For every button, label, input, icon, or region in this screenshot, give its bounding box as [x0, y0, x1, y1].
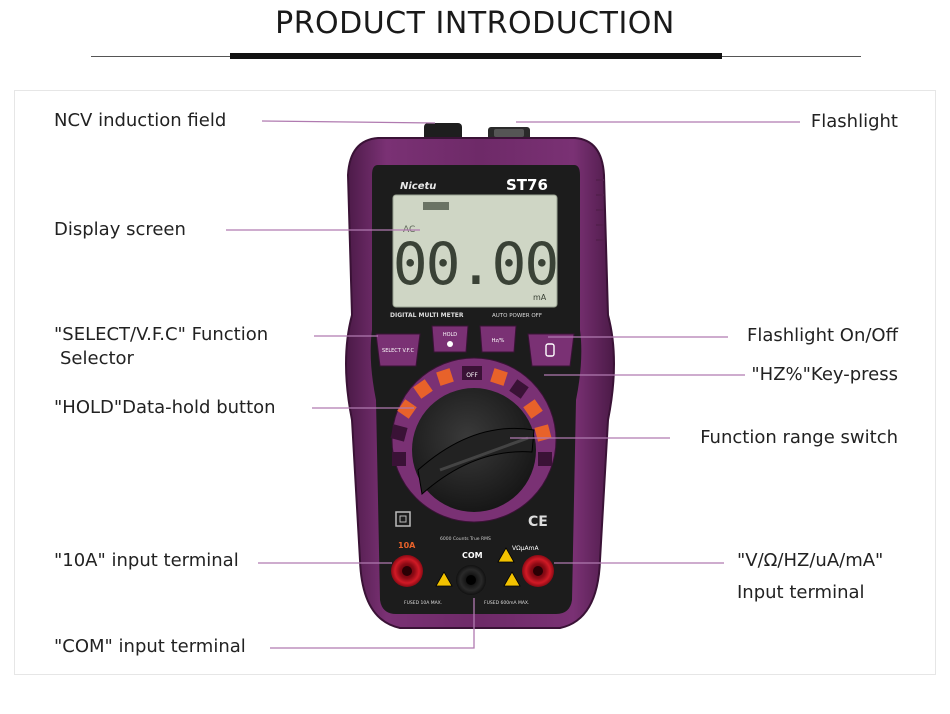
hz-button: Hz/% — [479, 325, 517, 353]
label-select-line2: Selector — [60, 348, 134, 369]
flashlight-button — [527, 333, 575, 367]
label-ncv: NCV induction field — [54, 110, 227, 131]
svg-text:CE: CE — [528, 514, 548, 530]
svg-text:6000 Counts True RMS: 6000 Counts True RMS — [440, 536, 491, 542]
title-underline — [230, 53, 722, 59]
svg-text:SELECT V.F.C: SELECT V.F.C — [382, 348, 414, 354]
svg-text:COM: COM — [462, 551, 483, 560]
hold-button: HOLD — [431, 325, 469, 353]
label-voltage-line2: Input terminal — [737, 582, 865, 603]
brand-logo: Nicetu — [400, 181, 436, 192]
label-voltage-line1: "V/Ω/HZ/uA/mA" — [737, 550, 884, 571]
lcd-unit: mA — [533, 293, 547, 302]
svg-text:DIGITAL MULTI METER: DIGITAL MULTI METER — [390, 312, 464, 319]
label-com: "COM" input terminal — [54, 636, 246, 657]
lcd-screen — [392, 194, 558, 308]
label-10a: "10A" input terminal — [54, 550, 239, 571]
range-markers: OFF — [390, 366, 552, 466]
svg-text:10A: 10A — [398, 541, 416, 550]
label-flash-onoff: Flashlight On/Off — [747, 325, 898, 346]
label-hz: "HZ%"Key-press — [751, 364, 898, 385]
leader-lines — [226, 120, 800, 649]
lcd-reading: 00.00 — [393, 230, 558, 298]
svg-text:OFF: OFF — [466, 372, 478, 379]
label-flashlight: Flashlight — [810, 111, 898, 132]
leader-ncv — [261, 120, 436, 124]
label-hold: "HOLD"Data-hold button — [54, 397, 276, 418]
model-label: ST76 — [506, 176, 548, 194]
label-display: Display screen — [54, 219, 186, 240]
svg-text:AUTO POWER OFF: AUTO POWER OFF — [492, 313, 542, 319]
label-range: Function range switch — [700, 427, 898, 448]
page-title: PRODUCT INTRODUCTION — [275, 6, 675, 41]
diagram-frame — [14, 90, 936, 675]
svg-text:Hz/%: Hz/% — [492, 338, 505, 344]
svg-text:HOLD: HOLD — [443, 332, 457, 338]
svg-text:FUSED 600mA MAX.: FUSED 600mA MAX. — [484, 600, 529, 606]
svg-text:FUSED 10A MAX.: FUSED 10A MAX. — [404, 600, 442, 606]
leader-com — [270, 598, 475, 649]
select-button: SELECT V.F.C — [375, 333, 421, 367]
svg-text:VΩμAmA: VΩμAmA — [512, 545, 539, 552]
label-select-line1: "SELECT/V.F.C" Function — [54, 324, 269, 345]
